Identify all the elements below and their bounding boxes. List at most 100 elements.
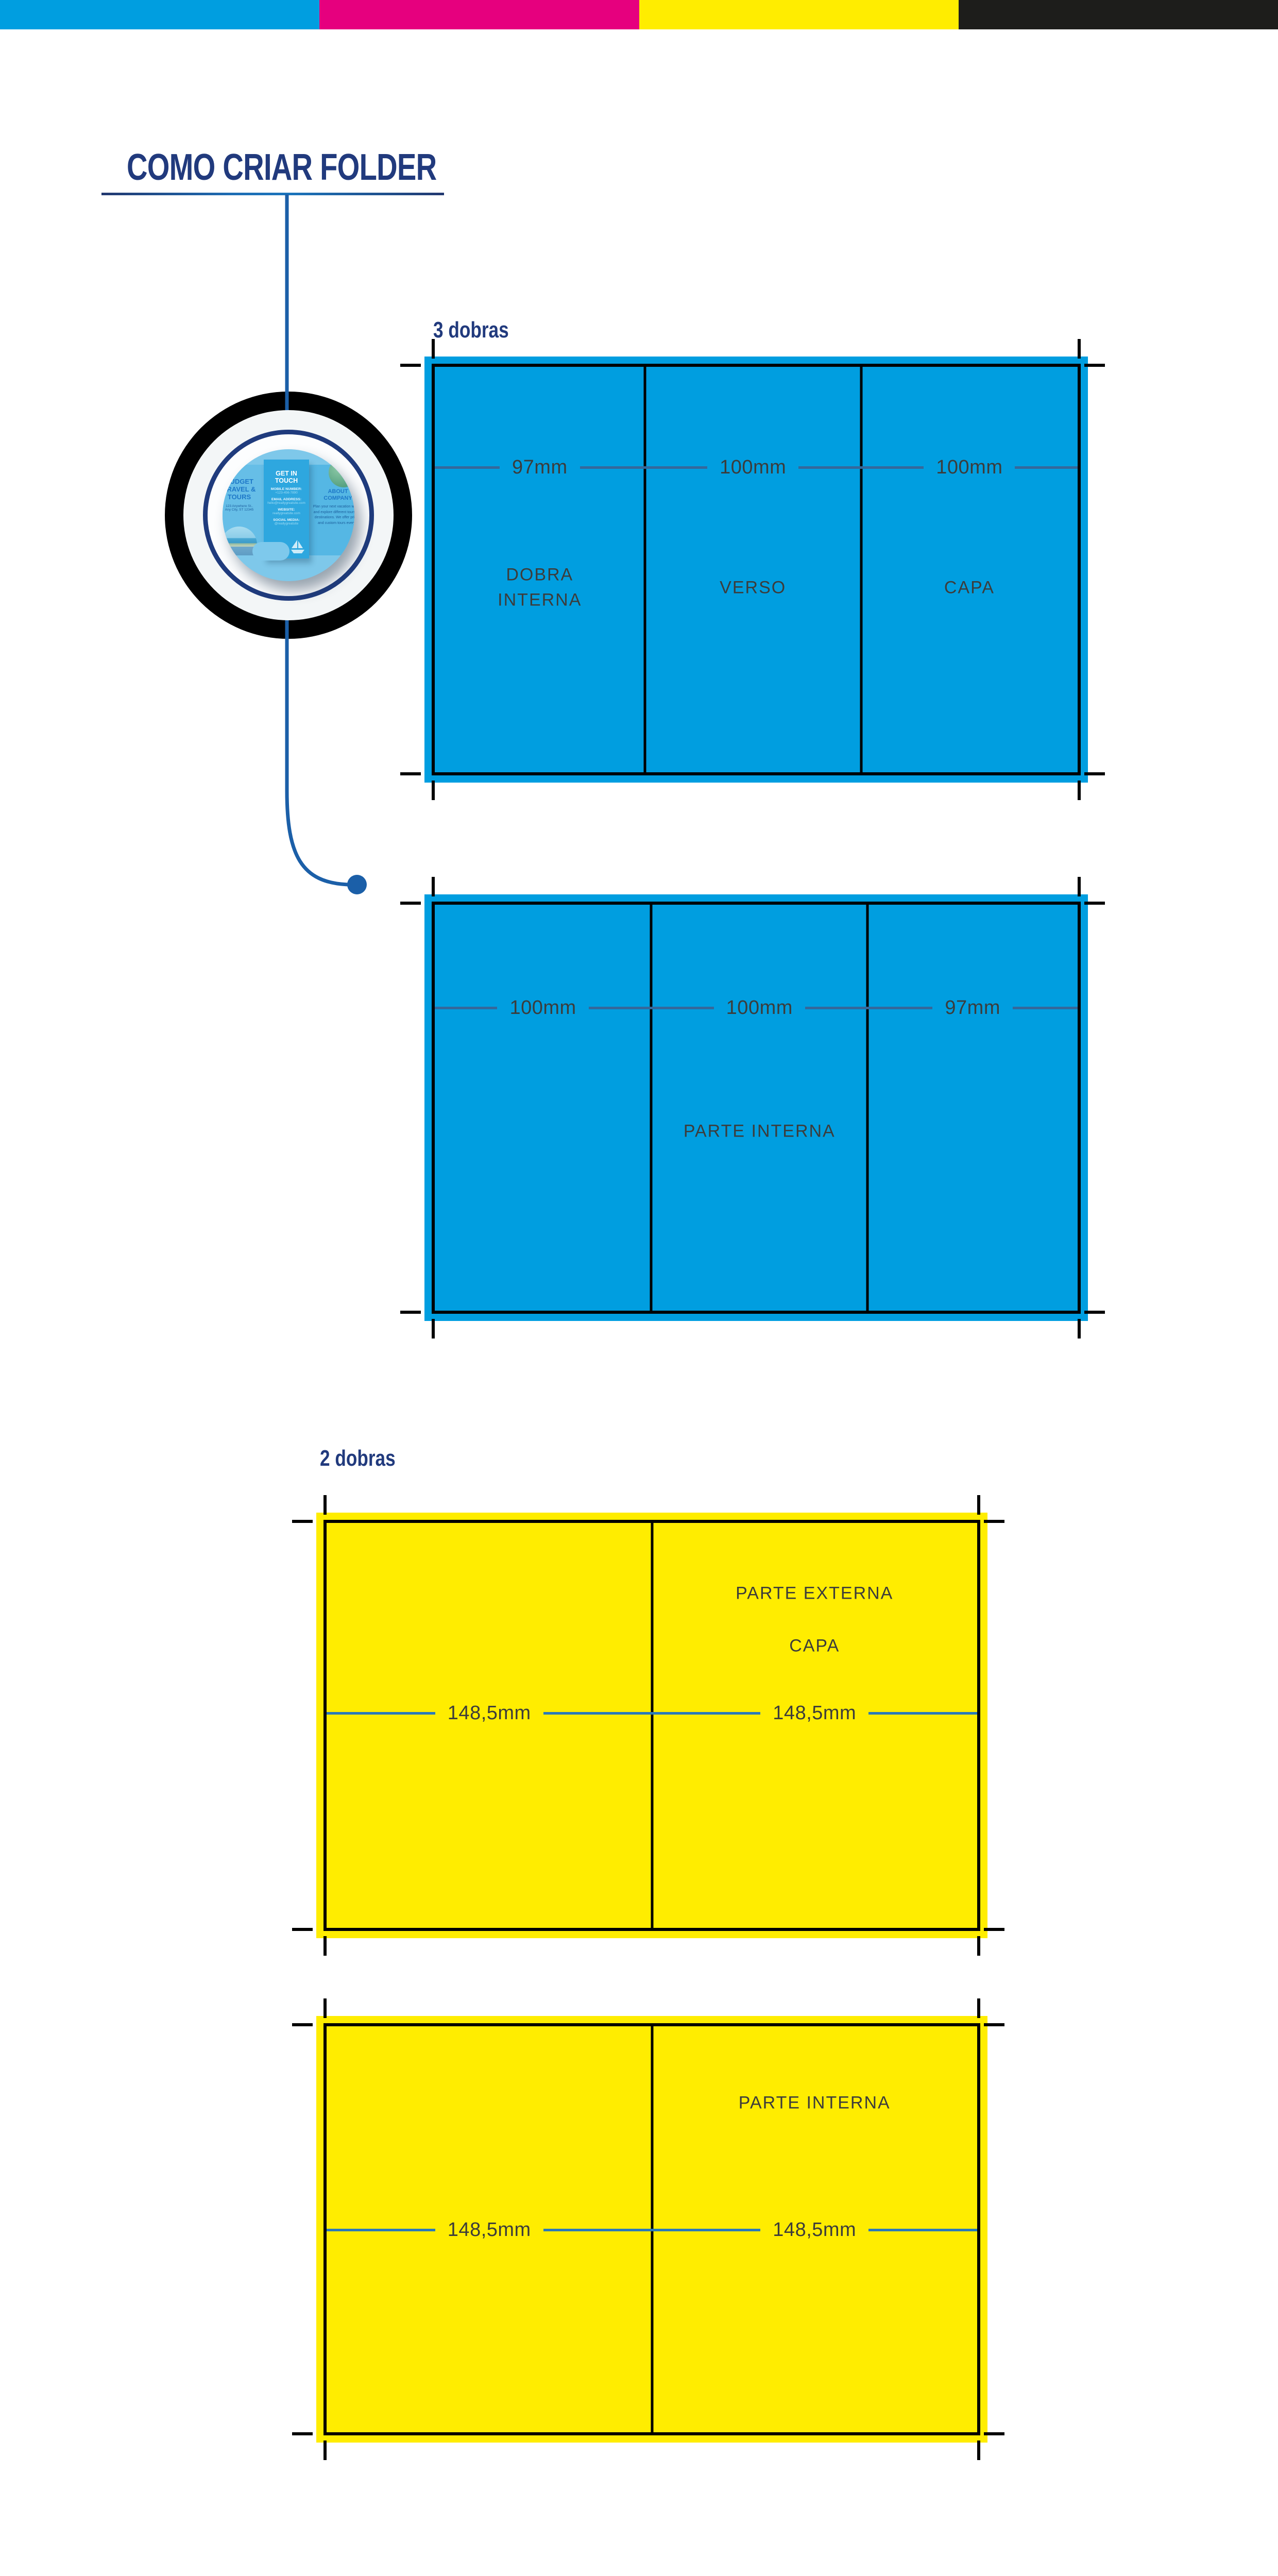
dimension-row: 148,5mm 148,5mm: [327, 2218, 977, 2241]
crop-mark: [400, 902, 421, 905]
panel-dimension: 148,5mm: [447, 2218, 531, 2241]
fold-line: [651, 1523, 653, 1928]
section-label-2-dobras: 2 dobras: [320, 1446, 396, 1471]
contact-value: reallygreatsite.com: [272, 512, 300, 515]
crop-mark: [292, 1520, 313, 1523]
bifold-outside-diagram: 148,5mm 148,5mm PARTE EXTERNA CAPA: [292, 1495, 1004, 1956]
crop-mark: [977, 1936, 980, 1956]
contact-label: MOBILE NUMBER:: [270, 487, 302, 491]
cmyk-color-bar-top: [0, 0, 1278, 29]
contact-item: EMAIL ADDRESS: hello@reallygreatsite.com: [264, 498, 309, 505]
contact-item: SOCIAL MEDIA: @reallygreatsite: [264, 518, 309, 526]
crop-mark: [977, 1998, 980, 2018]
crop-mark: [984, 1928, 1004, 1931]
section-label-3-dobras: 3 dobras: [433, 317, 509, 343]
bifold-inside-diagram: 148,5mm 148,5mm PARTE INTERNA: [292, 1998, 1004, 2460]
connector-dot: [347, 875, 367, 894]
leaf-photo-circle: [329, 457, 354, 487]
panel-label-parte-interna: PARTE INTERNA: [683, 1121, 836, 1141]
brochure-middle-panel: GET IN TOUCH MOBILE NUMBER: +123-456-789…: [252, 460, 309, 561]
panel-dimension: 148,5mm: [773, 1702, 857, 1724]
trifold-inside-diagram: 100mm 100mm 97mm PARTE INTERNA: [400, 877, 1105, 1338]
contact-value: hello@reallygreatsite.com: [267, 501, 305, 505]
decor-blob: [252, 542, 289, 561]
panel-dimension: 100mm: [720, 456, 787, 478]
fold-line: [643, 367, 646, 772]
dimension-row: 148,5mm 148,5mm: [327, 1702, 977, 1724]
title-underline: [101, 193, 444, 195]
page-outline: 148,5mm 148,5mm PARTE INTERNA: [323, 2023, 980, 2435]
crop-mark: [984, 2432, 1004, 2435]
panel-dimension: 148,5mm: [447, 1702, 531, 1724]
panel-label-parte-interna: PARTE INTERNA: [738, 2093, 891, 2113]
crop-mark: [1078, 877, 1081, 896]
brochure-heading: GET IN TOUCH: [275, 470, 298, 484]
panel-dimension: 97mm: [945, 996, 1000, 1019]
panel-label-dobra-interna: DOBRA INTERNA: [498, 565, 582, 610]
crop-mark: [323, 2441, 327, 2460]
crop-mark: [432, 877, 435, 896]
magenta-swatch: [319, 0, 639, 29]
crop-mark: [984, 1520, 1004, 1523]
black-swatch: [958, 0, 1278, 29]
crop-mark: [323, 1936, 327, 1956]
crop-mark: [1084, 1311, 1105, 1314]
crop-mark: [400, 772, 421, 775]
crop-mark: [400, 1311, 421, 1314]
crop-mark: [1084, 364, 1105, 367]
panel-dimension: 100mm: [726, 996, 793, 1019]
crop-mark: [1078, 339, 1081, 359]
panel-label-verso: VERSO: [720, 578, 787, 598]
fold-line: [860, 367, 863, 772]
beach-photo: [223, 527, 257, 555]
contact-item: WEBSITE: reallygreatsite.com: [264, 508, 309, 515]
crop-mark: [292, 2432, 313, 2435]
crop-mark: [1078, 1319, 1081, 1338]
about-heading: ABOUT COMPANY: [323, 488, 352, 502]
crop-mark: [432, 1319, 435, 1338]
brochure-address: 123 Anywhere St.. Any City, ST 12345: [225, 504, 254, 512]
crop-mark: [432, 781, 435, 800]
contact-value: +123-456-7890: [275, 491, 298, 495]
crop-mark: [984, 2023, 1004, 2026]
about-body: Plan your next vacation with us and expl…: [313, 505, 354, 525]
crop-mark: [292, 1928, 313, 1931]
fold-line: [650, 905, 653, 1311]
crop-mark: [1084, 772, 1105, 775]
dimension-row: 97mm 100mm 100mm: [435, 456, 1078, 479]
brochure-photo-icon: BUDGET TRAVEL & TOURS 123 Anywhere St.. …: [223, 449, 354, 581]
page-title: COMO CRIAR FOLDER: [127, 147, 437, 188]
trifold-outside-diagram: 97mm 100mm 100mm DOBRA INTERNA VERSO CAP…: [400, 339, 1105, 800]
panel-label-capa: CAPA: [944, 578, 995, 598]
brochure-left-panel: BUDGET TRAVEL & TOURS 123 Anywhere St.. …: [223, 465, 264, 555]
sailboat-icon: [291, 540, 304, 553]
crop-mark: [977, 2441, 980, 2460]
crop-mark: [323, 1998, 327, 2018]
crop-mark: [432, 339, 435, 359]
trifold-brochure-preview: BUDGET TRAVEL & TOURS 123 Anywhere St.. …: [223, 449, 354, 581]
contact-label: SOCIAL MEDIA:: [273, 518, 300, 522]
crop-mark: [400, 364, 421, 367]
crop-mark: [977, 1495, 980, 1515]
panel-dimension: 100mm: [936, 456, 1003, 478]
brochure-right-panel: ABOUT COMPANY Plan your next vacation wi…: [309, 457, 354, 555]
crop-mark: [292, 2023, 313, 2026]
brochure-company-title: BUDGET TRAVEL & TOURS: [223, 478, 256, 501]
yellow-swatch: [639, 0, 959, 29]
bleed-area: [424, 357, 1088, 783]
panel-label-parte-externa: PARTE EXTERNA: [736, 1583, 894, 1603]
panel-label-capa: CAPA: [789, 1636, 840, 1656]
panel-dimension: 148,5mm: [773, 2218, 857, 2241]
contact-item: MOBILE NUMBER: +123-456-7890: [264, 487, 309, 495]
panel-dimension: 97mm: [512, 456, 568, 478]
page-outline: 100mm 100mm 97mm PARTE INTERNA: [432, 902, 1081, 1314]
page-outline: 148,5mm 148,5mm PARTE EXTERNA CAPA: [323, 1520, 980, 1931]
fold-line: [866, 905, 869, 1311]
crop-mark: [1078, 781, 1081, 800]
panel-dimension: 100mm: [509, 996, 576, 1019]
cyan-swatch: [0, 0, 320, 29]
contact-label: WEBSITE:: [278, 508, 295, 512]
page-outline: 97mm 100mm 100mm DOBRA INTERNA VERSO CAP…: [432, 364, 1081, 775]
crop-mark: [1084, 902, 1105, 905]
contact-value: @reallygreatsite: [274, 522, 299, 526]
